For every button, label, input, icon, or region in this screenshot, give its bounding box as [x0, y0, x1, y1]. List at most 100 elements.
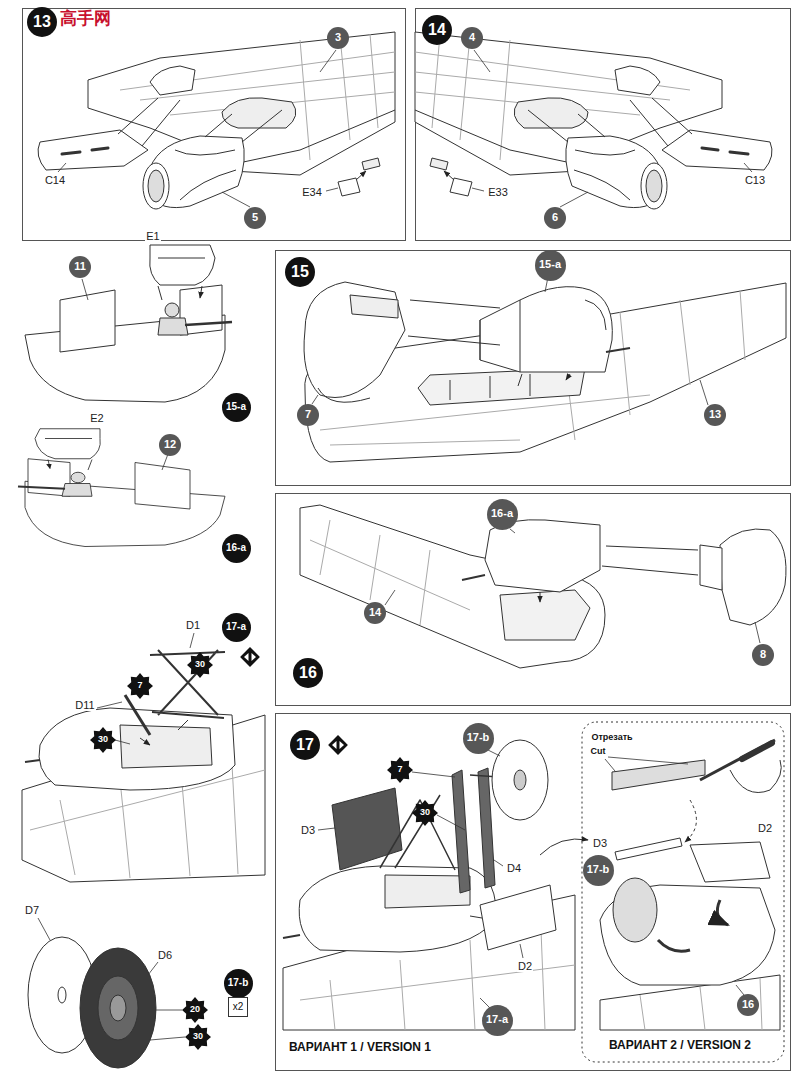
star-fill [127, 673, 153, 699]
leader-line-part [412, 750, 500, 830]
node-text: 15-a [226, 402, 246, 413]
callout-number: 16-a [487, 499, 518, 530]
part-label: D1 [185, 619, 201, 631]
part-label: E2 [89, 412, 104, 424]
substep-badge: 17-b [224, 969, 253, 998]
callout-number: 5 [244, 207, 266, 229]
nacelle-drawing-part [39, 708, 235, 790]
node-text: 30 [420, 808, 430, 817]
node-text: 30 [98, 735, 108, 744]
quantity-box: x2 [228, 997, 248, 1017]
gear-drawing-part [514, 770, 526, 790]
part-label: D7 [24, 904, 40, 916]
cutting-drawing-part [612, 760, 705, 790]
cutting-drawing-part [615, 838, 682, 860]
part-label: D3 [300, 824, 316, 836]
wheel-drawing-part [80, 948, 156, 1068]
node-text: 5 [252, 212, 258, 224]
star-fill [182, 997, 208, 1023]
wheel-drawing-part [98, 976, 138, 1040]
gear-drawing-part [470, 839, 588, 918]
substep-badge: 15-a [222, 393, 251, 422]
panel-frame-part [23, 9, 406, 241]
cut-note: Cut [590, 747, 607, 757]
part-label: E33 [487, 186, 509, 198]
node-text: 16 [742, 999, 754, 1011]
nacelle-drawing-part [25, 760, 40, 762]
wing-drawing-part [305, 283, 786, 462]
node-text: 15 [291, 264, 309, 281]
callout-number: 6 [544, 207, 566, 229]
wing-drawing-part [310, 520, 470, 625]
paint-code-star: 30 [185, 1024, 211, 1050]
nacelle-drawing-part [140, 720, 188, 745]
wing-drawing-part [462, 575, 485, 580]
nacelle-drawing-part [125, 695, 150, 735]
wing-drawing-part [408, 300, 570, 386]
step-number: 17 [290, 730, 320, 760]
cutting-drawing-part [700, 740, 775, 780]
wing-drawing-part [350, 295, 398, 318]
wing-drawing-part [450, 374, 530, 400]
wing-drawing-part [500, 590, 590, 640]
cutting-drawing-part [640, 978, 762, 1030]
wing-drawing [38, 32, 395, 209]
node-text: 20 [190, 1005, 200, 1014]
callout-number: 12 [159, 434, 181, 456]
node-text: 30 [195, 660, 205, 669]
panel-frame-part [276, 494, 791, 706]
node-text: 7 [137, 681, 142, 690]
leader-line-part [82, 279, 168, 470]
wing-drawing-part [485, 520, 600, 592]
wing-drawing-part [720, 529, 786, 625]
gear-drawing [283, 740, 588, 1030]
star-fill [387, 757, 413, 783]
watermark: 高手网 [59, 9, 112, 28]
node-text: 17-a [486, 1014, 508, 1026]
part-label: D3 [592, 837, 608, 849]
panel-frame-part [582, 722, 784, 1062]
callout-number: 11 [69, 256, 91, 278]
panel-frame-part [276, 714, 791, 1071]
callout-number: 17-a [482, 1005, 513, 1036]
node-text: 14 [369, 607, 381, 619]
gunner-drawing [18, 429, 225, 547]
paint-code-star: 30 [187, 652, 213, 678]
callout-number: 4 [461, 27, 483, 49]
node-text: 11 [74, 261, 86, 273]
part-label: C14 [44, 174, 66, 186]
nacelle-drawing [22, 650, 265, 882]
node-text: 12 [164, 439, 176, 451]
leader-line-part [318, 828, 523, 1010]
substep-badge: 16-a [222, 534, 251, 563]
cutting-drawing-part [690, 842, 770, 882]
wing-drawing [415, 32, 772, 209]
step-number: 15 [285, 257, 315, 287]
paint-code-star: 7 [387, 757, 413, 783]
paint-code-star: 7 [127, 673, 153, 699]
leader-line-part [312, 277, 708, 405]
version-label: ВАРИАНТ 1 / VERSION 1 [288, 1041, 432, 1054]
callout-number: 7 [297, 404, 319, 426]
step-number: 14 [422, 15, 452, 45]
wing-drawing-part [418, 368, 585, 405]
part-label: D4 [506, 862, 522, 874]
node-text: 3 [335, 32, 341, 44]
gunner-drawing [25, 245, 232, 402]
panel-frame-part [416, 9, 791, 241]
gear-drawing-part [480, 885, 556, 950]
star-fill [185, 1024, 211, 1050]
cutting-drawing-part [730, 760, 781, 793]
wing-drawing-part [318, 388, 370, 402]
paint-code-star: 30 [412, 800, 438, 826]
gear-drawing-part [380, 795, 455, 870]
cutting-drawing [600, 740, 781, 1030]
node-text: 17-b [228, 978, 249, 989]
node-text: 13 [709, 409, 721, 421]
star-fill [187, 652, 213, 678]
substep-badge: 17-a [222, 613, 251, 642]
node-text: 14 [428, 22, 446, 39]
